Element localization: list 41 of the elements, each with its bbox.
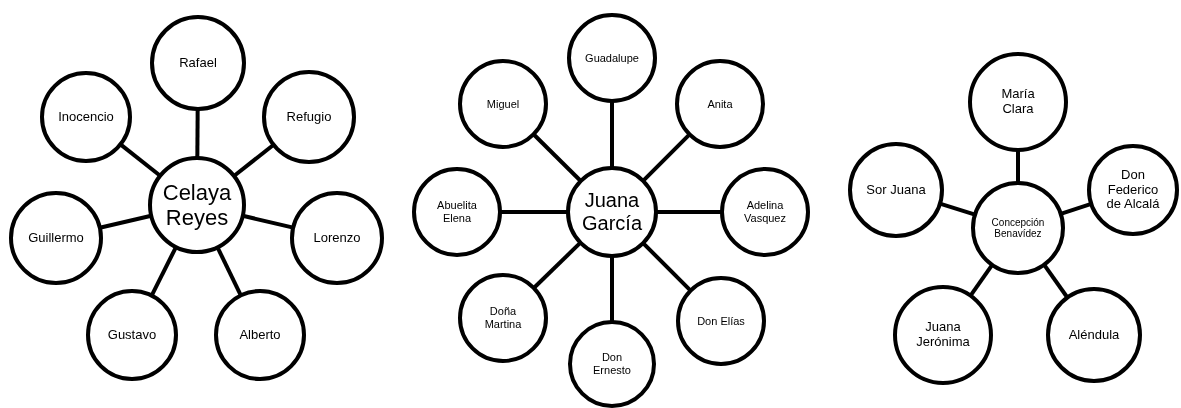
name-label: Gustavo <box>107 327 157 343</box>
name-label: Aléndula <box>1068 327 1120 343</box>
name-label: Adelina Vasquez <box>743 199 787 225</box>
connector-line <box>641 133 691 183</box>
connector-line <box>1016 150 1020 183</box>
connector-line <box>610 101 614 168</box>
name-label: Don Elías <box>697 314 745 328</box>
name-label: Guillermo <box>28 230 84 246</box>
connector-line <box>232 143 275 178</box>
name-label: Inocencio <box>58 109 114 125</box>
connector-line <box>532 132 583 183</box>
name-label: Anita <box>707 97 733 111</box>
connector-line <box>1060 201 1092 216</box>
name-circle <box>148 156 246 254</box>
name-label: Doña Martina <box>483 305 523 331</box>
connector-line <box>656 210 722 214</box>
name-label: Rafael <box>179 55 217 71</box>
name-label: María Clara <box>1000 87 1036 117</box>
name-label: Abuelita Elena <box>436 199 478 225</box>
name-label: Lorenzo <box>313 230 361 246</box>
connector-line <box>532 241 582 290</box>
name-label: Miguel <box>486 97 520 111</box>
name-label: Refugio <box>286 109 332 125</box>
name-label: Concepción Benavídez <box>990 216 1046 240</box>
connector-line <box>195 109 200 158</box>
name-label: Juana García <box>581 189 643 235</box>
connector-line <box>641 241 692 292</box>
name-label: Alberto <box>239 327 281 343</box>
name-label: Guadalupe <box>585 51 639 65</box>
name-label: Celaya Reyes <box>161 179 233 231</box>
connector-line <box>119 142 162 178</box>
connector-line <box>610 256 614 322</box>
connector-line <box>215 246 243 297</box>
name-label: Don Ernesto <box>592 351 632 377</box>
name-label: Sor Juana <box>866 182 926 198</box>
name-circle <box>566 166 658 258</box>
connector-line <box>149 246 178 297</box>
connector-line <box>500 210 568 214</box>
connector-line <box>968 263 994 297</box>
name-label: Juana Jerónima <box>915 320 971 350</box>
name-label: Don Federico de Alcalá <box>1105 167 1161 213</box>
